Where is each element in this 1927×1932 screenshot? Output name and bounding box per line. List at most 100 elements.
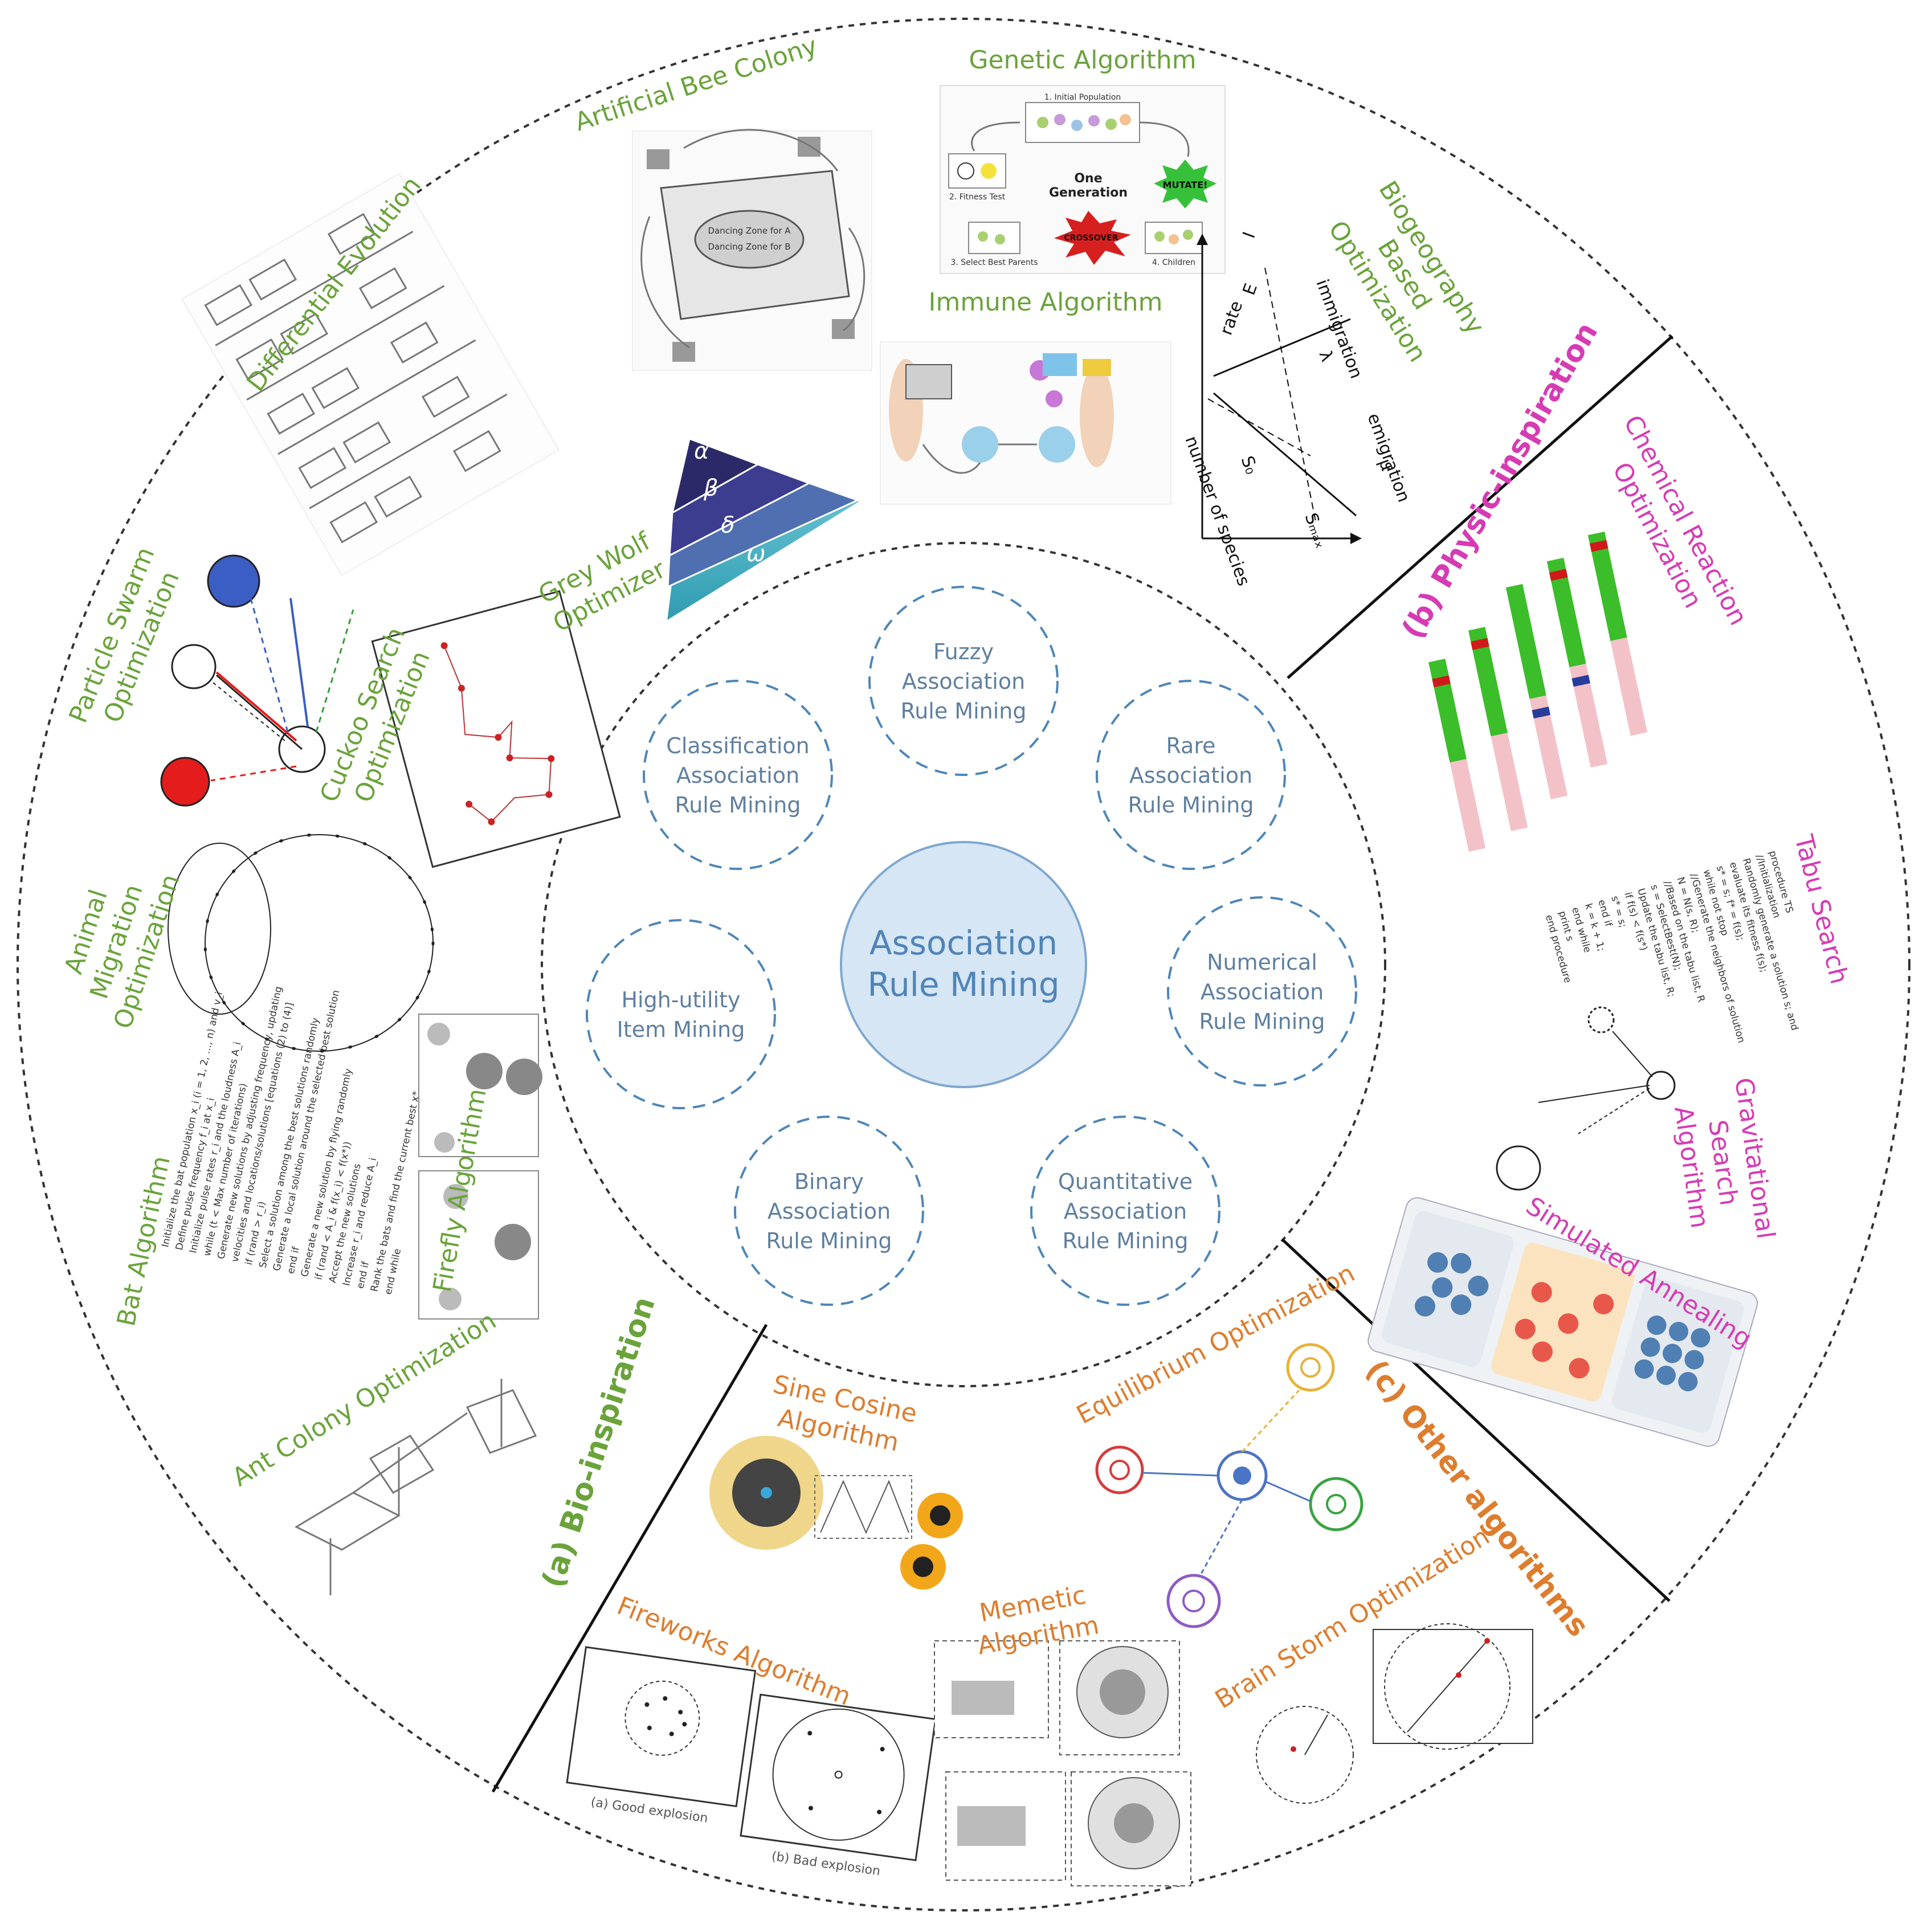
ga-mutate-label: MUTATE!	[1163, 179, 1208, 190]
ga-mutate-burst	[1154, 160, 1216, 209]
bbo-rate-label: rate	[1216, 299, 1247, 338]
bbo-i-label: I	[1239, 229, 1260, 240]
de-figure	[181, 173, 560, 577]
bat-code-lines: Initialize the bat population x_i (i = 1…	[160, 985, 422, 1296]
abc-zone-a: Dancing Zone for B	[708, 242, 790, 252]
label-gwo: Grey Wolf Optimizer	[534, 526, 671, 638]
sa-figure	[1367, 1197, 1758, 1447]
arm-type-label: Rule Mining	[1063, 1228, 1189, 1253]
arm-type-circle	[1096, 680, 1286, 870]
label-immune: Immune Algorithm	[928, 288, 1162, 317]
ga-select-label: 3. Select Best Parents	[950, 258, 1038, 267]
cro-figure	[1428, 532, 1648, 852]
arm-type-label: Association	[676, 763, 799, 788]
category-physic: (b) Physic-inspiration	[1395, 317, 1605, 645]
arm-type-label: Association	[902, 669, 1025, 694]
arm-type-label: Association	[1201, 979, 1324, 1004]
ami-figure	[168, 833, 435, 1053]
arm-type-label: Classification	[666, 733, 809, 758]
arm-type-label: Rule Mining	[675, 793, 801, 818]
arm-type-label: Fuzzy	[933, 639, 994, 664]
arm-type-label: Rule Mining	[1199, 1009, 1325, 1034]
arm-type-circle	[734, 1116, 924, 1306]
arm-type-label: Item Mining	[617, 1017, 745, 1042]
label-gsa: Gravitational Search Algorithm	[1668, 1076, 1780, 1240]
code-line: end if	[355, 1260, 372, 1290]
sca-figure	[709, 1436, 963, 1590]
immune-figure	[880, 341, 1171, 505]
arm-type-label: Association	[1129, 763, 1252, 788]
gwo-omega: ω	[746, 541, 766, 567]
outer-ring	[17, 18, 1910, 1911]
divider-physic-top	[1287, 335, 1673, 679]
arm-type-label: Rule Mining	[901, 699, 1027, 724]
bso-figure	[1256, 1623, 1533, 1804]
firefly-figure	[418, 1014, 542, 1320]
label-pso: Particle Swarm Optimization	[64, 543, 185, 727]
label-ami: Animal Migration Optimization	[59, 871, 185, 1032]
ga-one-generation-2: Generation	[1049, 186, 1128, 200]
label-tabu: Tabu Search	[1789, 831, 1853, 987]
ga-crossover-label: CROSSOVER	[1064, 234, 1118, 243]
bbo-e-label: E	[1239, 281, 1261, 298]
aco-figure	[294, 1379, 537, 1595]
cuckoo-figure	[371, 590, 621, 868]
ga-initial-label: 1. Initial Population	[1044, 93, 1121, 102]
center-title-line2: Rule Mining	[867, 965, 1059, 1004]
arm-type-circle	[1167, 896, 1357, 1087]
divider-bio-other	[491, 1324, 768, 1793]
bbo-x-label: number of species	[1181, 434, 1254, 589]
ga-one-generation-1: One	[1074, 171, 1102, 186]
gwo-pyramid: α β δ ω	[666, 437, 862, 622]
gwo-delta: δ	[721, 512, 734, 538]
arm-type-label: Rare	[1166, 733, 1215, 758]
arm-type-circle	[1030, 1116, 1220, 1306]
arm-type-circle	[643, 680, 833, 870]
label-aco: Ant Colony Optimization	[227, 1306, 501, 1492]
pso-figure	[160, 554, 354, 807]
label-ga: Genetic Algorithm	[969, 46, 1196, 75]
bbo-lambda-label: λ	[1314, 348, 1337, 365]
bbo-s0-label: S₀	[1236, 454, 1261, 477]
gsa-figure	[1496, 1006, 1676, 1191]
gwo-alpha: α	[694, 438, 709, 464]
genetic-algorithm-figure: 1. Initial Population 2. Fitness Test On…	[940, 85, 1226, 274]
bbo-immigration-label: immigration	[1312, 277, 1366, 381]
category-bio: (a) Bio-inspiration	[536, 1293, 662, 1592]
arm-type-label: Rule Mining	[766, 1228, 892, 1253]
abc-zone-b: Dancing Zone for A	[708, 226, 791, 236]
ga-crossover-burst	[1054, 211, 1131, 265]
arm-type-circle	[868, 586, 1059, 776]
label-abc: Artificial Bee Colony	[571, 31, 821, 137]
ga-children-label: 4. Children	[1152, 258, 1195, 267]
arm-type-label: Rule Mining	[1128, 793, 1254, 818]
gwo-beta: β	[703, 475, 718, 501]
arm-type-label: Association	[1064, 1199, 1187, 1224]
arm-type-label: Quantitative	[1058, 1169, 1193, 1194]
eo-figure	[1095, 1343, 1363, 1628]
arm-type-circle	[586, 919, 776, 1109]
bat-code: Initialize the bat population x_i (i = 1…	[160, 985, 422, 1296]
arm-type-label: High-utility	[621, 987, 740, 1012]
code-line: end if	[285, 1245, 302, 1275]
divider-physic-bottom	[1281, 1238, 1671, 1602]
inner-ring	[541, 542, 1386, 1387]
arm-type-label: Numerical	[1207, 950, 1317, 975]
center-circle	[840, 841, 1087, 1088]
arm-type-label: Binary	[794, 1169, 864, 1194]
center-title-line1: Association	[869, 924, 1058, 962]
arm-type-label: Association	[767, 1199, 891, 1224]
memetic-figure	[934, 1640, 1191, 1886]
bbo-smax-label: Sₘₐₓ	[1300, 510, 1331, 551]
